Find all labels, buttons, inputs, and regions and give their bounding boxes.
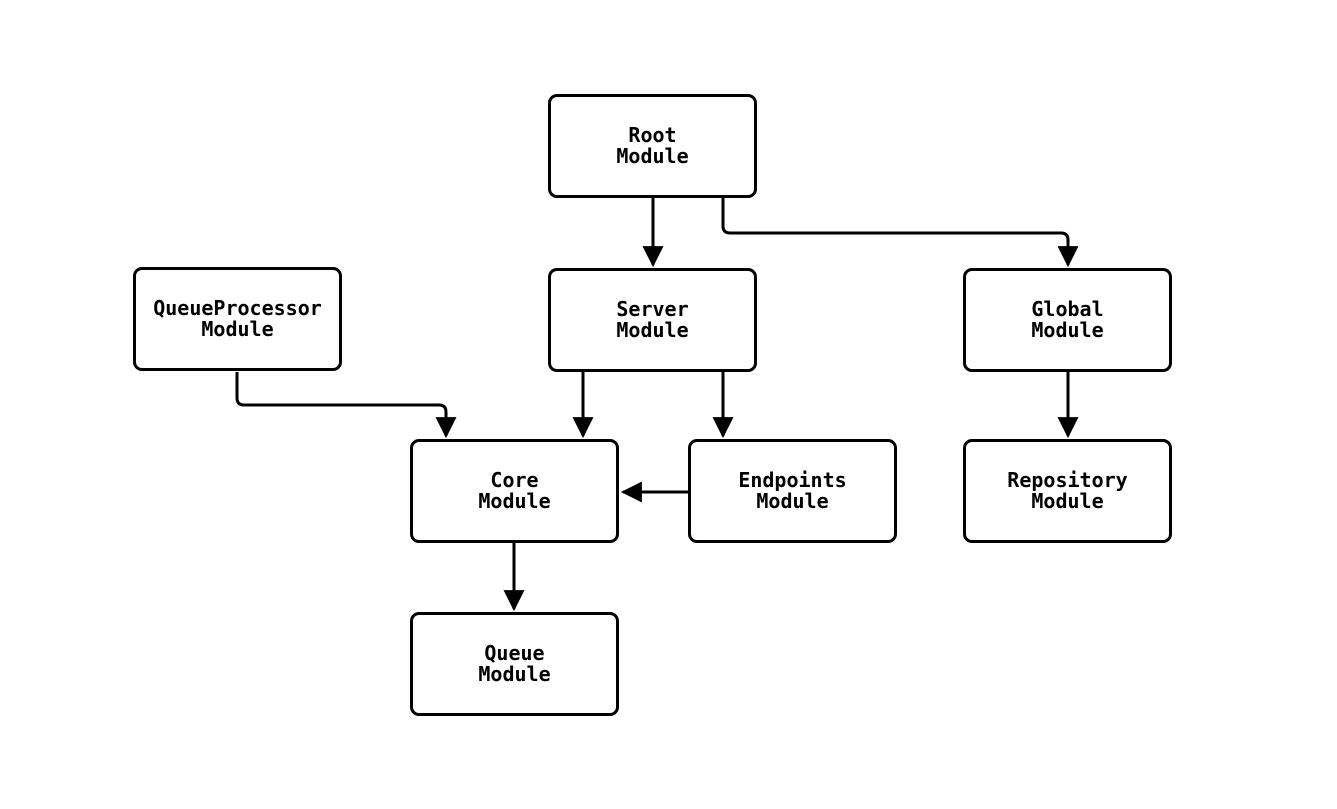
node-label-line: Module	[478, 662, 551, 686]
node-queue-module: Queue Module	[410, 612, 619, 716]
node-label-line: Server	[616, 297, 689, 321]
node-server-module: Server Module	[548, 268, 757, 372]
node-label-line: Queue	[484, 641, 545, 665]
node-label-line: Module	[616, 318, 689, 342]
node-core-module: Core Module	[410, 439, 619, 543]
node-label-line: Endpoints	[738, 468, 847, 492]
node-repository-module: Repository Module	[963, 439, 1172, 543]
node-root-module: Root Module	[548, 94, 757, 198]
node-label-line: QueueProcessor	[153, 296, 322, 320]
node-label-line: Root	[628, 123, 677, 147]
node-label-line: Repository	[1007, 468, 1128, 492]
node-queueprocessor-module: QueueProcessor Module	[133, 267, 342, 371]
node-label-line: Core	[490, 468, 539, 492]
node-label-line: Module	[756, 489, 829, 513]
node-label-line: Module	[1031, 489, 1104, 513]
node-label-line: Module	[616, 144, 689, 168]
node-label-line: Module	[201, 317, 274, 341]
node-endpoints-module: Endpoints Module	[688, 439, 897, 543]
edge-queueprocessor-to-core	[235, 372, 457, 439]
edge-root-to-global	[721, 198, 1079, 268]
node-label-line: Global	[1031, 297, 1104, 321]
node-label-line: Module	[1031, 318, 1104, 342]
node-label-line: Module	[478, 489, 551, 513]
node-global-module: Global Module	[963, 268, 1172, 372]
